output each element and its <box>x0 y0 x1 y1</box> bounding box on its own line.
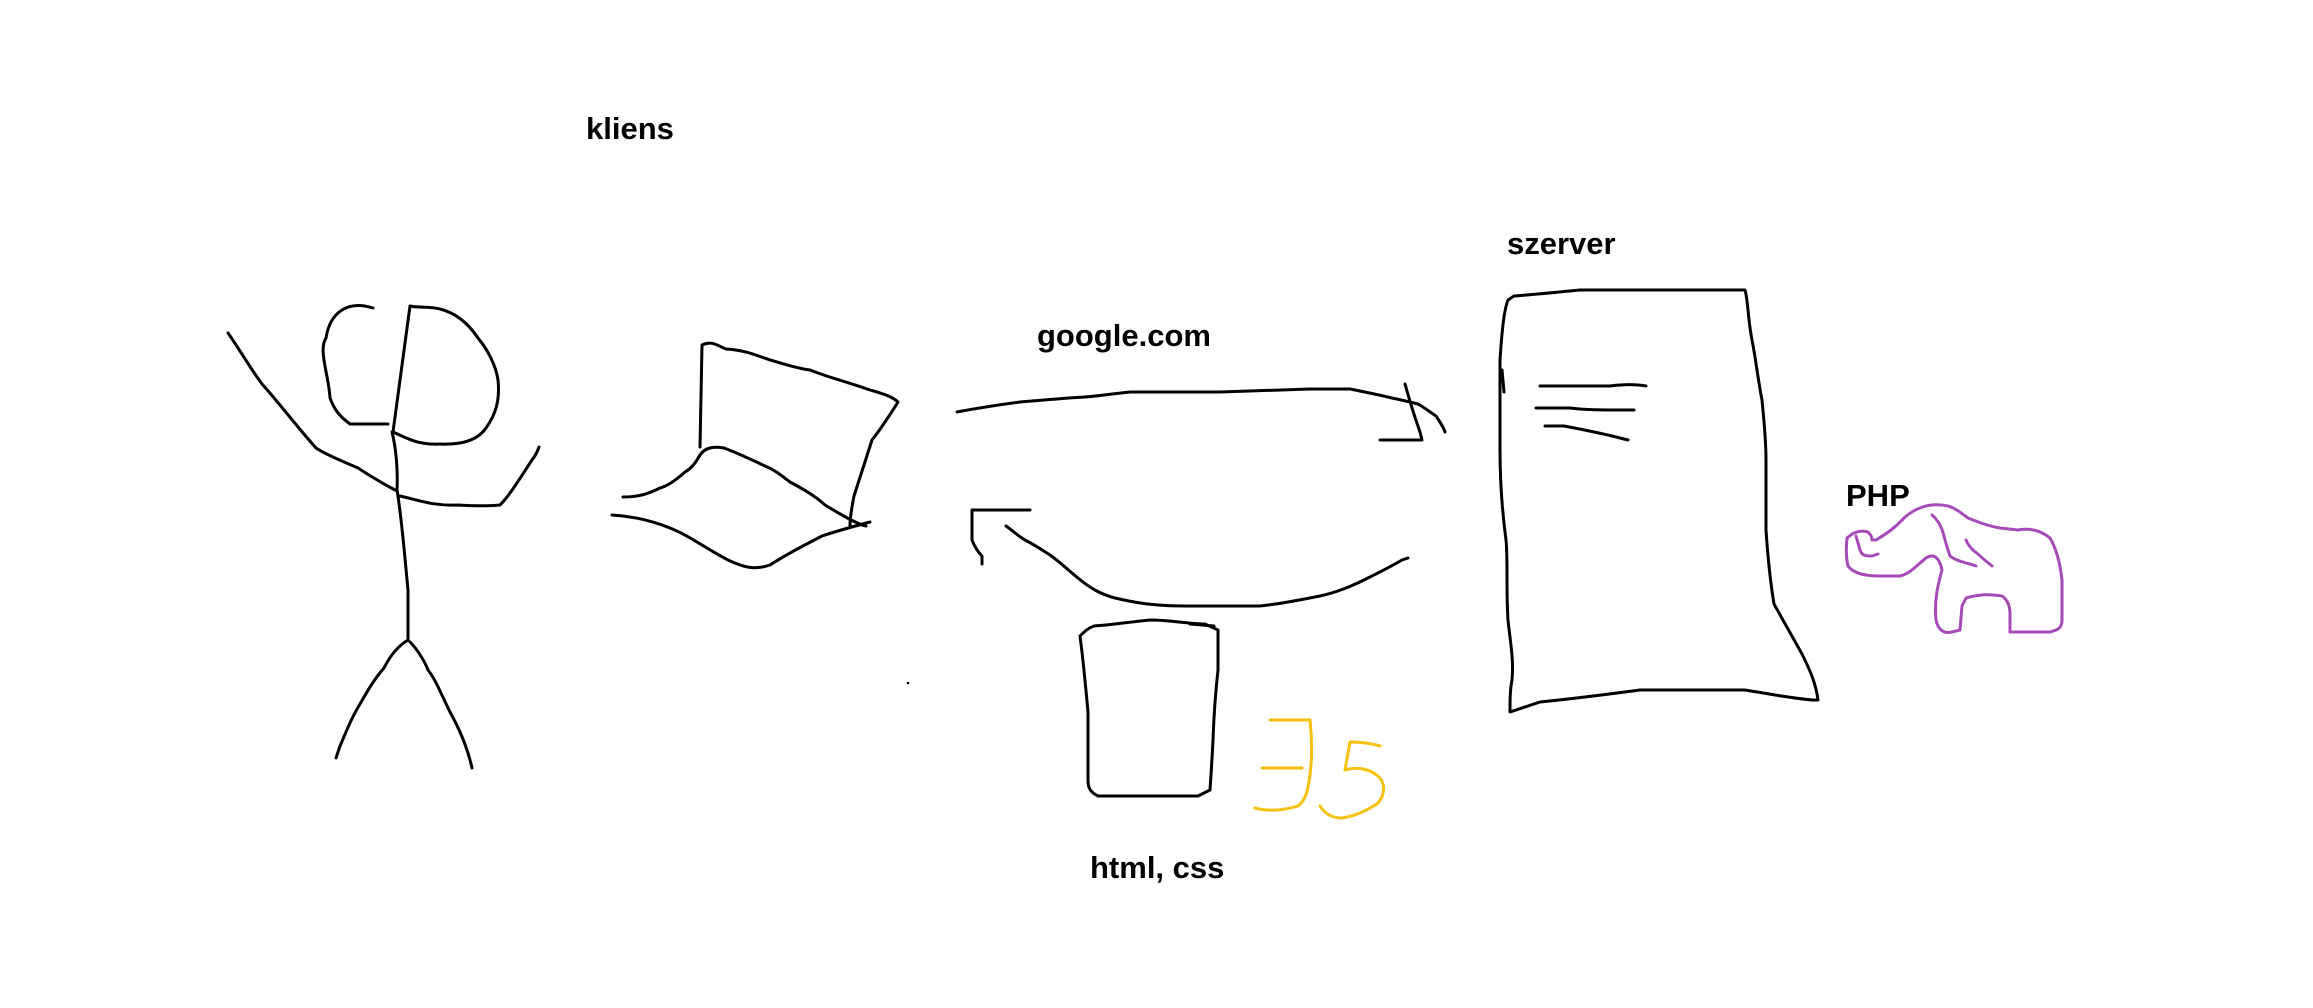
response-label: html, css <box>1090 850 1225 885</box>
laptop-icon <box>610 341 900 570</box>
document-icon <box>1078 618 1220 798</box>
stray-dot <box>906 681 910 685</box>
arrow-left-icon <box>970 508 1410 608</box>
server-label: szerver <box>1507 226 1616 261</box>
backend-label: PHP <box>1846 478 1910 513</box>
server-document-icon <box>1498 288 1820 714</box>
elephant-icon <box>1844 503 2064 634</box>
request-label: google.com <box>1037 318 1211 353</box>
client-label: kliens <box>586 111 674 146</box>
arrow-right-icon <box>955 382 1447 442</box>
js-logo-icon <box>1253 718 1386 820</box>
user-stick-figure-icon <box>226 304 541 770</box>
